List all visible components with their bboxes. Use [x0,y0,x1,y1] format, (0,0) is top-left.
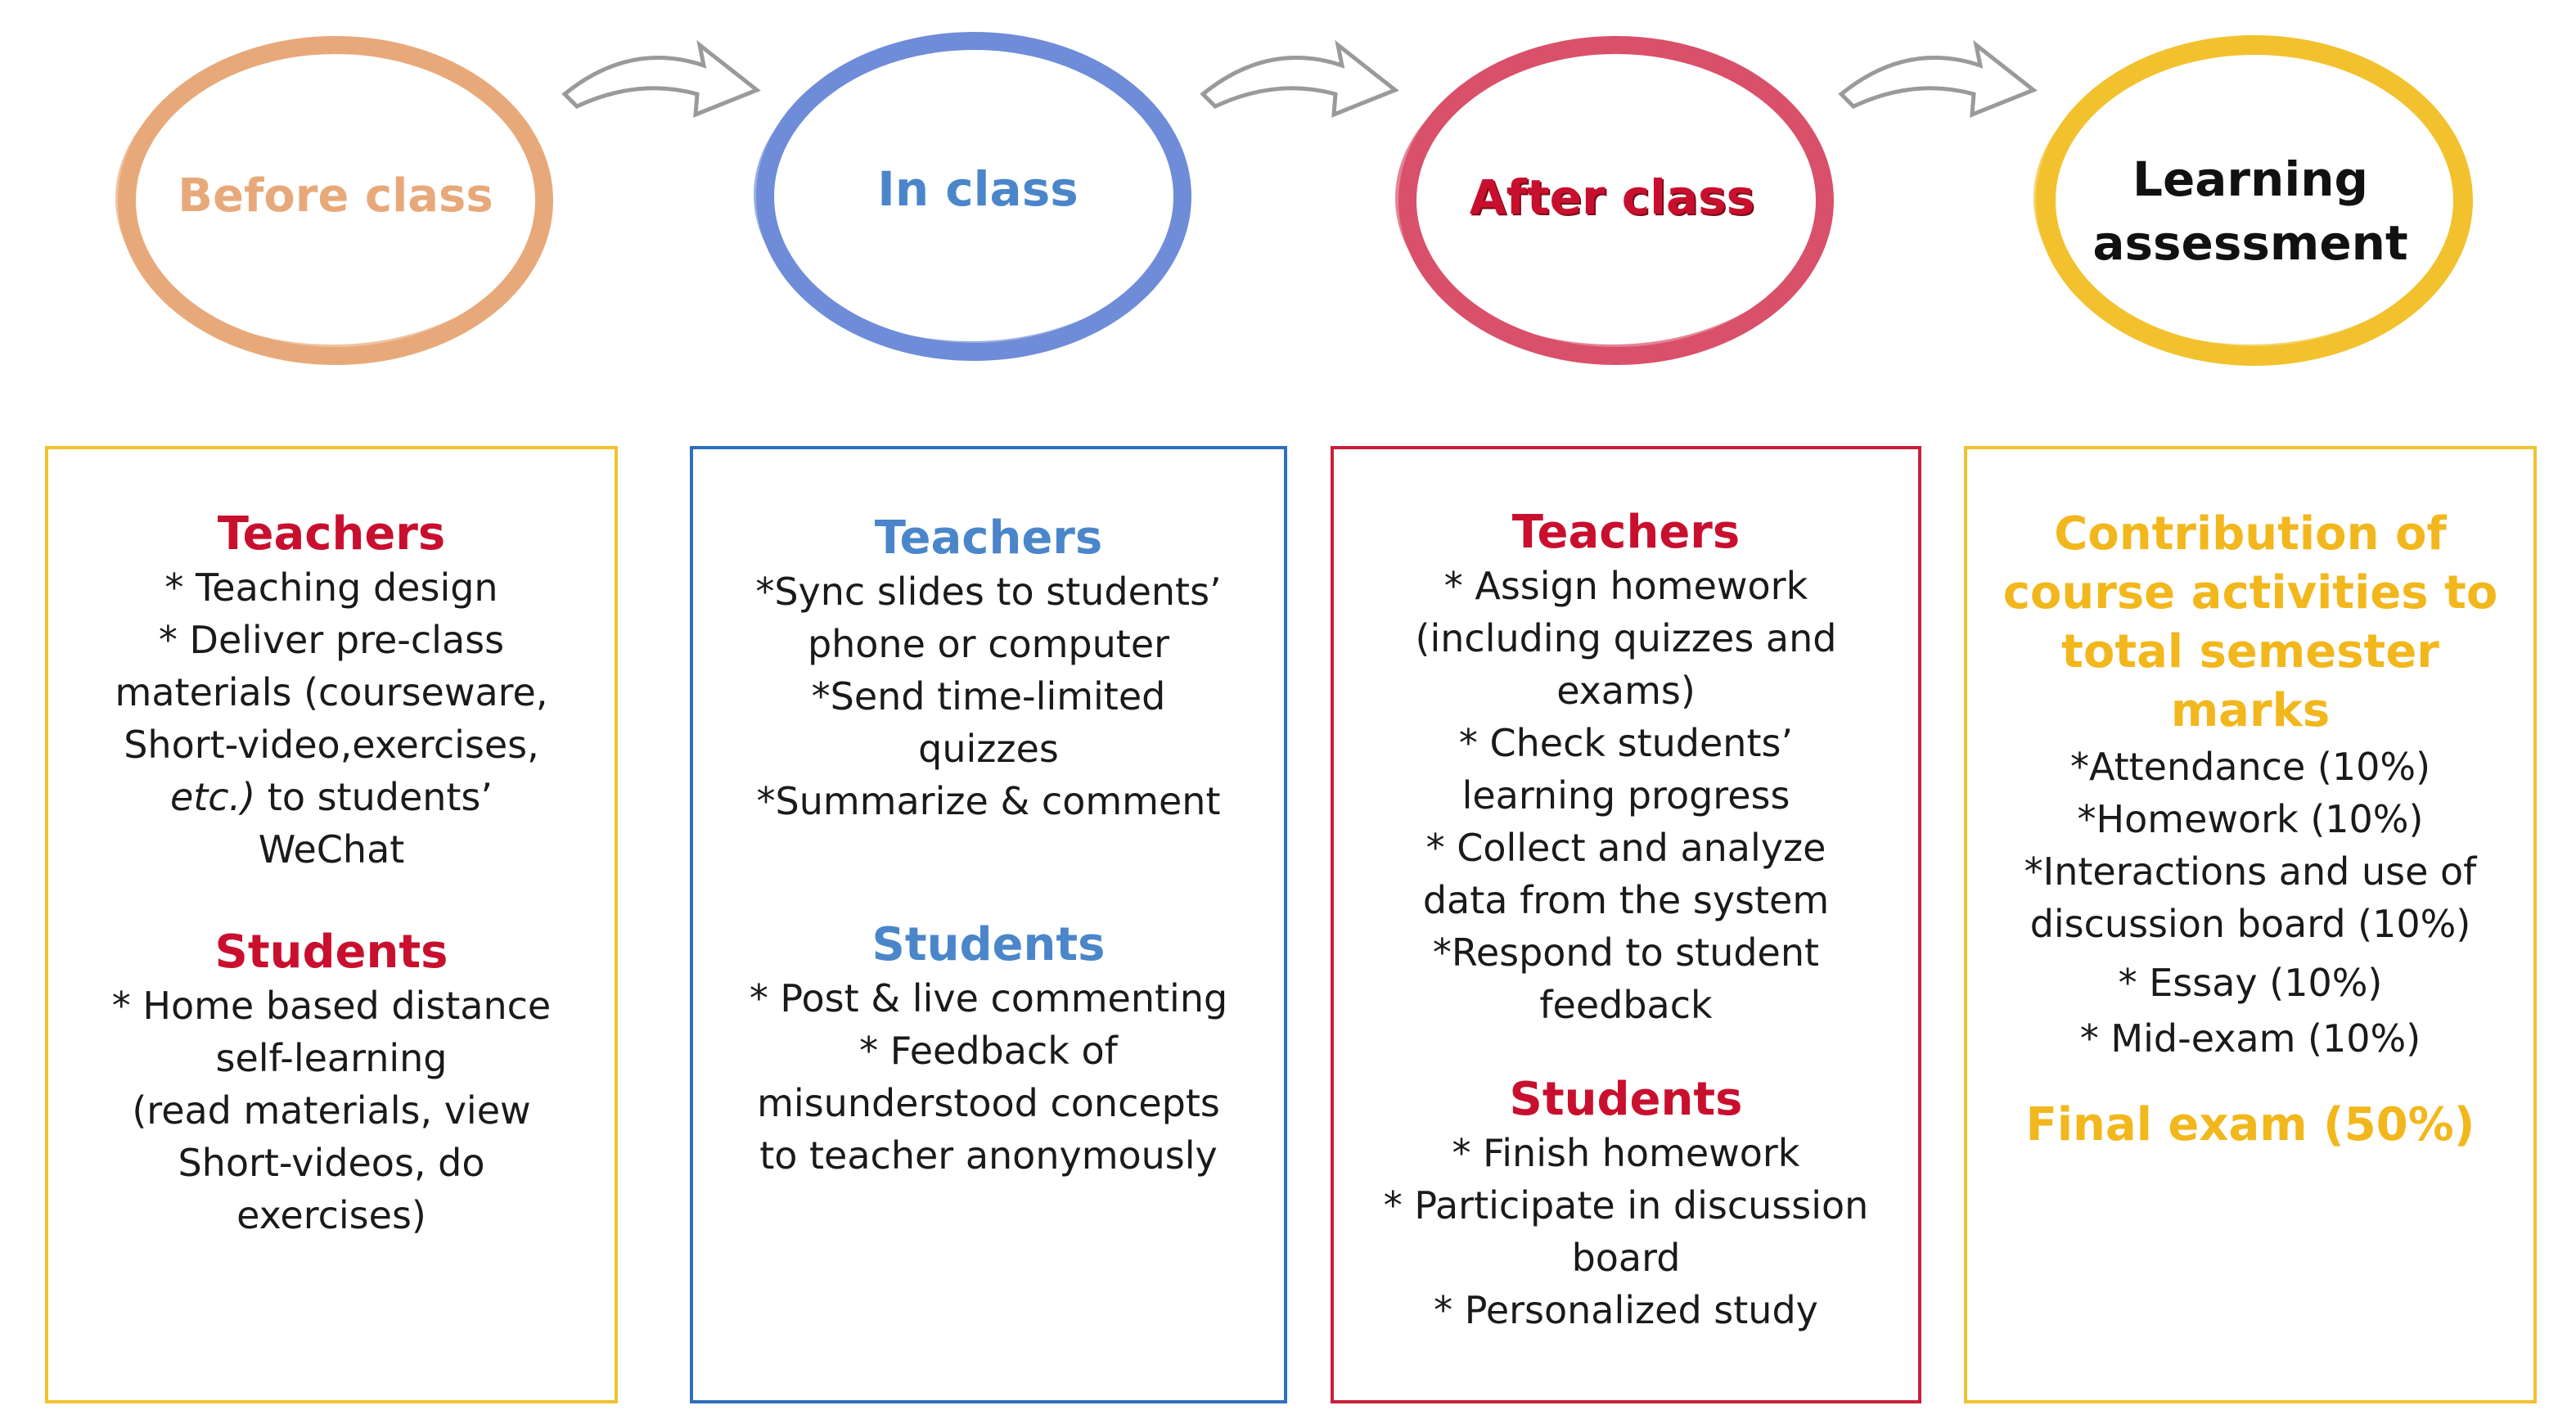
teachers-heading: Teachers [1511,506,1741,559]
stage-label-in-class: In class [877,161,1079,217]
list-item: * Deliver pre-class [158,618,505,663]
teachers-heading: Teachers [874,511,1103,565]
list-item: phone or computer [807,622,1170,667]
list-item: Short-videos, do [178,1141,485,1186]
list-item: Short-video,exercises, [124,723,539,768]
stage-label-line: assessment [2092,215,2408,272]
stage-label-learning-assessment: Learning assessment [2029,147,2471,276]
assessment-title-line: Contribution of [2054,507,2447,561]
list-item: *Summarize & comment [756,779,1221,824]
list-item: *Homework (10%) [2077,797,2424,841]
list-item: etc.) to students’ [48,771,615,823]
list-item: * Collect and analyze [1425,826,1826,871]
after-class-circle [1395,36,1834,365]
final-exam-label: Final exam (50%) [2025,1098,2475,1151]
list-item: *Respond to student [1432,930,1820,975]
list-item: *Send time-limited [811,674,1166,719]
assessment-title-line: course activities to [2002,566,2498,619]
list-item: * Assign homework [1443,564,1808,609]
assessment-circle [2033,35,2473,366]
list-item-text: to students’ [267,775,493,820]
list-item: data from the system [1422,878,1830,923]
list-item: (read materials, view [132,1088,531,1133]
in-class-panel: Teachers *Sync slides to students’ phone… [690,446,1287,1403]
list-item: exercises) [236,1193,426,1238]
list-item: * Personalized study [1434,1288,1818,1333]
stage-label-after-class: After class [1469,169,1755,225]
before-class-panel: Teachers * Teaching design * Deliver pre… [45,446,618,1403]
list-item: * Essay (10%) [2118,961,2383,1005]
teachers-heading: Teachers [217,507,446,561]
students-heading: Students [1509,1073,1743,1127]
list-item: *Attendance (10%) [2069,745,2431,789]
list-item: * Post & live commenting [749,976,1228,1021]
list-item: quizzes [918,727,1059,772]
learning-assessment-panel: Contribution of course activities to tot… [1964,446,2537,1403]
list-item: misunderstood concepts [757,1081,1220,1126]
students-heading: Students [214,926,448,980]
after-class-panel: Teachers * Assign homework (including qu… [1331,446,1921,1403]
arrow-icon [561,39,761,118]
list-item: * Feedback of [859,1029,1118,1074]
list-item: * Teaching design [164,565,498,610]
list-item: self-learning [215,1036,448,1081]
list-item: * Check students’ [1458,721,1794,766]
list-item: (including quizzes and [1415,616,1837,661]
list-item: *Interactions and use of [2024,849,2477,894]
list-item: WeChat [258,827,405,872]
assessment-title-line: marks [2170,684,2331,737]
list-item: * Participate in discussion [1383,1183,1869,1228]
students-heading: Students [871,918,1106,972]
list-item: feedback [1539,983,1713,1028]
assessment-title-line: total semester [2061,625,2439,678]
list-item: materials (courseware, [115,670,548,715]
list-item: * Finish homework [1452,1131,1800,1176]
list-item: discussion board (10%) [2029,902,2471,946]
list-item: exams) [1556,669,1696,714]
arrow-icon [1200,39,1399,118]
list-item: * Mid-exam (10%) [2079,1016,2421,1061]
stage-label-line: Learning [2132,151,2369,207]
before-class-circle [115,36,553,365]
list-item: board [1571,1236,1681,1281]
stage-label-before-class: Before class [178,169,493,223]
in-class-circle [754,32,1191,361]
list-item: learning progress [1461,773,1790,818]
list-item: *Sync slides to students’ [755,570,1222,615]
list-item: to teacher anonymously [759,1133,1218,1178]
arrow-icon [1838,39,2038,118]
stage-circles-and-arrows [115,32,2473,366]
etc-text: etc.) [169,775,256,820]
list-item: * Home based distance [111,984,552,1029]
